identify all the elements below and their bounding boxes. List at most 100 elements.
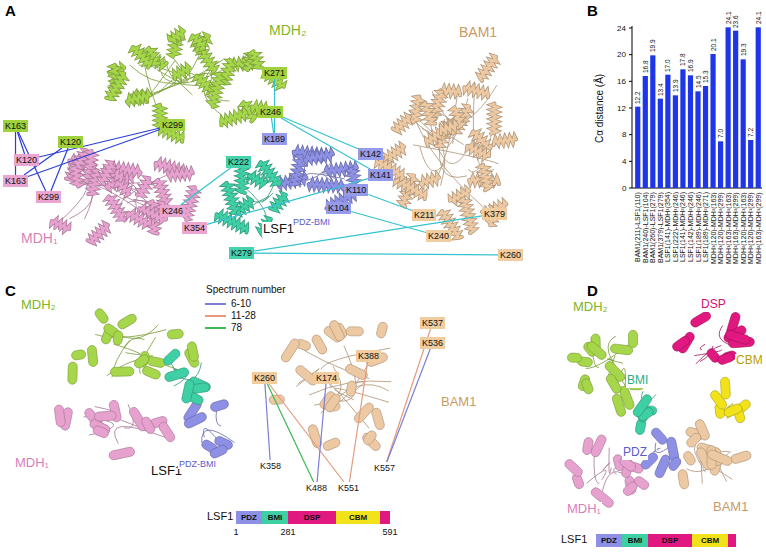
protein-name: LSF1 <box>206 510 234 523</box>
crosslink-line <box>271 118 273 133</box>
value-label: 20.1 <box>710 37 717 52</box>
helix-cylinder <box>720 377 730 399</box>
residue-label: K279 <box>231 248 252 258</box>
tick-mark <box>629 28 632 29</box>
residue-box: K189 <box>262 133 287 145</box>
distance-bar <box>726 27 731 188</box>
helix-ribbon <box>238 165 245 193</box>
helix-ribbon <box>215 211 249 232</box>
residue-box: K536 <box>420 337 445 349</box>
category-label: MDH¹(163)-MDH²(163) <box>725 191 732 265</box>
helix-cylinder <box>605 373 623 395</box>
protein-loop <box>216 409 221 426</box>
helix-ribbon <box>221 60 235 85</box>
residue-box: K354 <box>182 222 207 234</box>
helix-cylinder <box>585 340 608 361</box>
structure-a <box>50 29 516 245</box>
category-label: BAM1(260)-LSF1(279) <box>649 191 656 264</box>
helix-ribbon <box>172 65 191 79</box>
helix-ribbon <box>304 151 333 162</box>
helix-cylinder <box>376 321 389 339</box>
tick-mark <box>629 108 632 109</box>
domain-name: PDZ <box>622 446 648 460</box>
helix-ribbon <box>137 177 152 198</box>
crosslink-line <box>181 168 231 205</box>
helix-cylinder <box>590 434 608 459</box>
helix-ribbon <box>131 45 153 68</box>
domain-segment: DSP <box>288 511 336 524</box>
residue-box: K358 <box>258 460 283 472</box>
helix-ribbon <box>106 195 127 223</box>
distance-bar <box>680 69 685 188</box>
domain-segment: DSP <box>648 534 692 547</box>
residue-label: DSP <box>304 513 320 522</box>
residue-box: K379 <box>482 208 507 220</box>
helix-ribbon <box>131 45 153 68</box>
residue-box: K142 <box>358 148 383 160</box>
helix-cylinder <box>310 333 328 355</box>
tick-mark <box>629 81 632 82</box>
panel-letter: C <box>4 282 17 299</box>
helix-ribbon <box>87 223 110 245</box>
distance-bar <box>688 75 693 188</box>
helix-ribbon <box>224 182 239 214</box>
tick-mark <box>629 134 632 135</box>
residue-label: CBM <box>701 536 719 545</box>
domain-tail <box>728 534 736 547</box>
helix-ribbon <box>224 182 239 214</box>
helix-cylinder <box>346 380 357 397</box>
category-label: BAM1(211)-LSF1(110) <box>634 191 641 263</box>
crosslink-line <box>283 117 358 148</box>
domain-tail <box>380 511 390 524</box>
helix-ribbon <box>461 198 476 233</box>
helix-ribbon <box>250 50 262 69</box>
residue-label: K174 <box>316 373 337 383</box>
helix-ribbon <box>168 29 185 44</box>
helix-cylinder <box>650 426 669 446</box>
protein-name: BAM1 <box>458 24 498 40</box>
helix-ribbon <box>126 92 151 104</box>
category-label: MDH²(163)-MDH¹(299) <box>755 191 762 265</box>
category-label: BAM1(379)-LSF1(279) <box>657 191 664 264</box>
helix-ribbon <box>480 164 491 190</box>
protein-name: MDH₂ <box>20 298 57 313</box>
residue-label: K488 <box>306 483 327 493</box>
value-label: 13.9 <box>672 79 679 94</box>
helix-cylinder <box>689 310 712 329</box>
helix-ribbon <box>466 143 490 160</box>
domain-superscript: PDZ-BMI <box>292 217 331 227</box>
value-label: 24.1 <box>725 11 732 26</box>
helix-ribbon <box>106 72 127 101</box>
tick-label: 20 <box>616 50 627 59</box>
helix-ribbon <box>439 122 458 134</box>
helix-ribbon <box>221 60 235 85</box>
residue-number: 281 <box>280 527 297 537</box>
helix-ribbon <box>126 92 151 104</box>
helix-ribbon <box>420 175 440 186</box>
helix-ribbon <box>127 210 151 228</box>
crosslink-line <box>207 179 368 225</box>
domain-segment: PDZ <box>596 534 622 547</box>
helix-ribbon <box>493 136 516 145</box>
protein-name: LSF1 <box>560 533 588 546</box>
helix-cylinder <box>133 353 151 370</box>
protein-name: MDH₂ <box>268 22 307 38</box>
domain-segment: CBM <box>692 534 728 547</box>
helix-ribbon <box>115 180 132 196</box>
residue-box: K260 <box>252 372 277 384</box>
helix-cylinder <box>621 480 638 497</box>
legend-line <box>205 327 226 329</box>
crosslink-line <box>281 118 370 169</box>
protein-loop <box>587 470 606 483</box>
residue-label: K163 <box>5 176 26 186</box>
protein-loop <box>594 454 599 483</box>
helix-cylinder <box>87 345 98 367</box>
value-label: 17.8 <box>679 53 686 68</box>
helix-cylinder <box>667 455 683 472</box>
value-label: 13.4 <box>657 82 664 97</box>
helix-ribbon <box>72 167 80 187</box>
helix-cylinder <box>706 449 733 467</box>
helix-cylinder <box>322 437 342 452</box>
residue-box: K260 <box>498 249 523 261</box>
